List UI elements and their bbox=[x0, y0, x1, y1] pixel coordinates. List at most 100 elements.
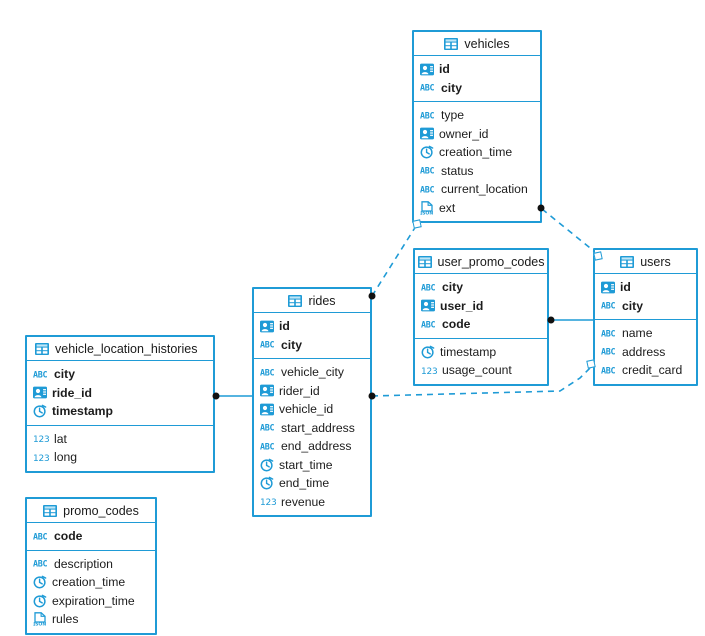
clock-icon bbox=[33, 594, 47, 608]
svg-text:ABC: ABC bbox=[601, 328, 615, 338]
abc-icon: ABC bbox=[420, 110, 436, 121]
field-row[interactable]: user_id bbox=[415, 297, 547, 316]
field-name-label: start_time bbox=[279, 457, 333, 472]
table-title-vehicle-location-histories: vehicle_location_histories bbox=[27, 337, 213, 361]
table-name-label: promo_codes bbox=[63, 503, 139, 518]
field-row[interactable]: start_time bbox=[254, 456, 370, 475]
field-name-label: city bbox=[281, 337, 303, 352]
field-row[interactable]: creation_time bbox=[27, 573, 155, 592]
clock-icon bbox=[421, 345, 435, 359]
field-name-label: status bbox=[441, 163, 474, 178]
field-row[interactable]: ride_id bbox=[27, 384, 213, 403]
field-row[interactable]: ABC status bbox=[414, 162, 540, 181]
field-name-label: ext bbox=[439, 200, 456, 215]
field-row[interactable]: owner_id bbox=[414, 125, 540, 144]
field-row[interactable]: 123 lat bbox=[27, 430, 213, 449]
abc-icon: ABC bbox=[601, 365, 617, 376]
field-row[interactable]: ABC start_address bbox=[254, 419, 370, 438]
uuid-icon bbox=[260, 403, 274, 416]
field-row[interactable]: timestamp bbox=[415, 343, 547, 362]
svg-text:ABC: ABC bbox=[420, 166, 434, 176]
table-name-label: vehicle_location_histories bbox=[55, 341, 198, 356]
table-title-rides: rides bbox=[254, 289, 370, 313]
field-row[interactable]: rider_id bbox=[254, 382, 370, 401]
field-row[interactable]: vehicle_id bbox=[254, 400, 370, 419]
svg-text:ABC: ABC bbox=[421, 282, 435, 292]
endpoint-dot-rides-users bbox=[368, 392, 376, 400]
svg-text:JSON: JSON bbox=[420, 210, 433, 215]
field-name-label: creation_time bbox=[52, 575, 126, 590]
endpoint-dot-rides-vehicles bbox=[368, 292, 376, 300]
endpoint-dot-upc-users bbox=[547, 316, 555, 324]
table-title-promo-codes: promo_codes bbox=[27, 499, 155, 523]
number-icon: 123 bbox=[421, 365, 437, 376]
field-name-label: vehicle_city bbox=[281, 365, 344, 380]
field-row[interactable]: id bbox=[595, 278, 696, 297]
field-name-label: id bbox=[439, 62, 450, 77]
endpoint-square-users-vehicles bbox=[593, 251, 603, 261]
field-name-label: address bbox=[622, 344, 666, 359]
field-row[interactable]: ABC city bbox=[415, 278, 547, 297]
svg-text:ABC: ABC bbox=[420, 83, 434, 93]
field-row[interactable]: JSON ext bbox=[414, 199, 540, 218]
table-icon bbox=[444, 37, 459, 50]
abc-icon: ABC bbox=[420, 82, 436, 93]
field-row[interactable]: end_time bbox=[254, 474, 370, 493]
table-name-label: rides bbox=[308, 293, 336, 308]
field-row[interactable]: id bbox=[254, 317, 370, 336]
abc-icon: ABC bbox=[33, 531, 49, 542]
number-icon: 123 bbox=[33, 452, 49, 463]
field-name-label: vehicle_id bbox=[279, 402, 334, 417]
field-name-label: lat bbox=[54, 431, 67, 446]
field-row[interactable]: ABC code bbox=[27, 527, 155, 546]
table-title-vehicles: vehicles bbox=[414, 32, 540, 56]
field-row[interactable]: id bbox=[414, 60, 540, 79]
field-row[interactable]: expiration_time bbox=[27, 592, 155, 611]
field-row[interactable]: timestamp bbox=[27, 402, 213, 421]
field-name-label: city bbox=[442, 280, 464, 295]
abc-icon: ABC bbox=[33, 369, 49, 380]
field-name-label: start_address bbox=[281, 420, 355, 435]
field-row[interactable]: creation_time bbox=[414, 143, 540, 162]
svg-text:123: 123 bbox=[260, 498, 276, 507]
field-name-label: code bbox=[442, 317, 471, 332]
table-icon bbox=[417, 255, 432, 268]
field-name-label: code bbox=[54, 529, 83, 544]
field-name-label: rules bbox=[52, 612, 79, 627]
edge-rides-to-vehicles bbox=[371, 225, 417, 297]
table-title-users: users bbox=[595, 250, 696, 274]
svg-text:123: 123 bbox=[33, 435, 49, 444]
table-icon bbox=[43, 504, 58, 517]
abc-icon: ABC bbox=[260, 422, 276, 433]
field-row[interactable]: ABC address bbox=[595, 343, 696, 362]
abc-icon: ABC bbox=[601, 346, 617, 357]
